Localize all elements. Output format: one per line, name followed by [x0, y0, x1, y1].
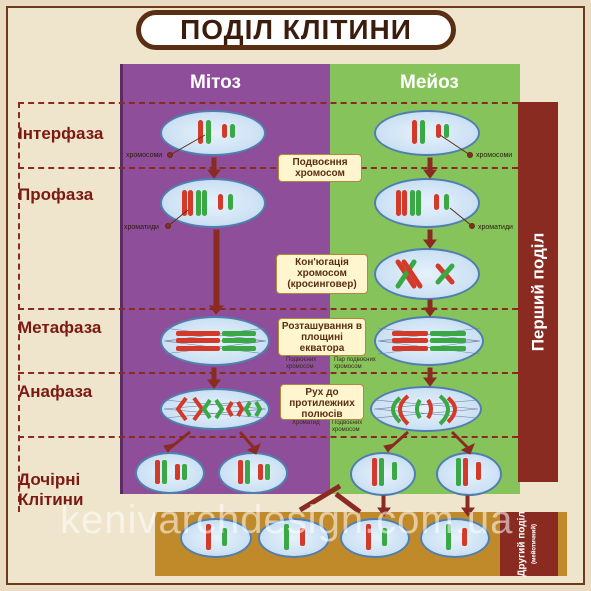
stage-metaphase: Метафаза [18, 318, 102, 337]
first-division-bar [518, 102, 558, 482]
sub-metaphase-mitosis: Подвоєних хромосом [286, 357, 317, 370]
mitosis-interphase-cell [160, 110, 266, 156]
note-conjugation: Кон'югація хромосом (кросинговер) [276, 254, 368, 294]
mitosis-daughter-cell [218, 452, 288, 494]
note-movement: Рух до протилежних полюсів [280, 384, 364, 420]
mitosis-daughter-cell [135, 452, 205, 494]
page-title: ПОДІЛ КЛІТИНИ [136, 10, 456, 50]
stage-prophase: Профаза [18, 185, 94, 204]
chromatid [434, 194, 439, 210]
watermark: kenivarchdesign.com.ua [60, 498, 514, 542]
daughter-cell [420, 518, 490, 558]
chromatid [444, 194, 449, 210]
stage-divider [18, 436, 518, 438]
daughter-cell [180, 518, 252, 558]
stage-guide [18, 102, 20, 512]
meiosis-interphase-cell [374, 110, 480, 156]
second-division-box: Другий поділ(мейотичний) [500, 511, 558, 577]
chromatid [196, 190, 201, 216]
chromosome [436, 124, 441, 138]
label-chromosomes-mitosis: хромосоми [126, 152, 163, 159]
chromosome [420, 120, 425, 144]
chromatid [402, 190, 407, 216]
stage-divider [18, 167, 518, 169]
daughter-cell [258, 518, 330, 558]
stage-divider [18, 102, 518, 104]
stage-divider [18, 308, 518, 310]
stage-anaphase: Анафаза [18, 382, 93, 401]
daughter-cell [340, 518, 410, 558]
stage-interphase: Інтерфаза [18, 124, 104, 143]
chromosome [206, 120, 211, 144]
chromatid [188, 190, 193, 216]
chromosome [222, 124, 227, 138]
chromosome [444, 124, 449, 138]
chromatid [202, 190, 207, 216]
meiosis-heading: Мейоз [400, 72, 459, 93]
chromatid [410, 190, 415, 216]
mitosis-heading: Мітоз [190, 72, 241, 93]
label-chromatids-meiosis: хроматиди [478, 224, 513, 231]
chromosome [412, 120, 417, 144]
chromosome [198, 120, 203, 144]
note-doubling: Подвоєння хромосом [278, 154, 362, 182]
label-chromosomes-meiosis: хромосоми [476, 152, 513, 159]
stage-divider [18, 372, 518, 374]
chromatid [416, 190, 421, 216]
meiosis-prophase-cell [374, 178, 480, 228]
meiosis-anaphase-cell [370, 386, 482, 432]
chromatid [218, 194, 223, 210]
chromatid [396, 190, 401, 216]
sub-metaphase-meiosis: Пар подвоєних хромосом [334, 357, 376, 370]
mitosis-prophase-cell [160, 178, 266, 228]
stage-daughter-cells: Дочірні Клітини [18, 470, 84, 509]
label-chromatids-mitosis: хроматиди [124, 224, 159, 231]
chromatid [182, 190, 187, 216]
sub-anaphase-mitosis: Хроматид [292, 420, 320, 426]
meiosis-conjugation-cell [374, 248, 480, 300]
meiosis-intermediate-cell [436, 452, 502, 496]
sub-anaphase-meiosis: Подвоєних хромосом [332, 420, 363, 433]
chromosome [230, 124, 235, 138]
note-alignment: Розташування в площині екватора [278, 318, 366, 356]
chromatid [228, 194, 233, 210]
